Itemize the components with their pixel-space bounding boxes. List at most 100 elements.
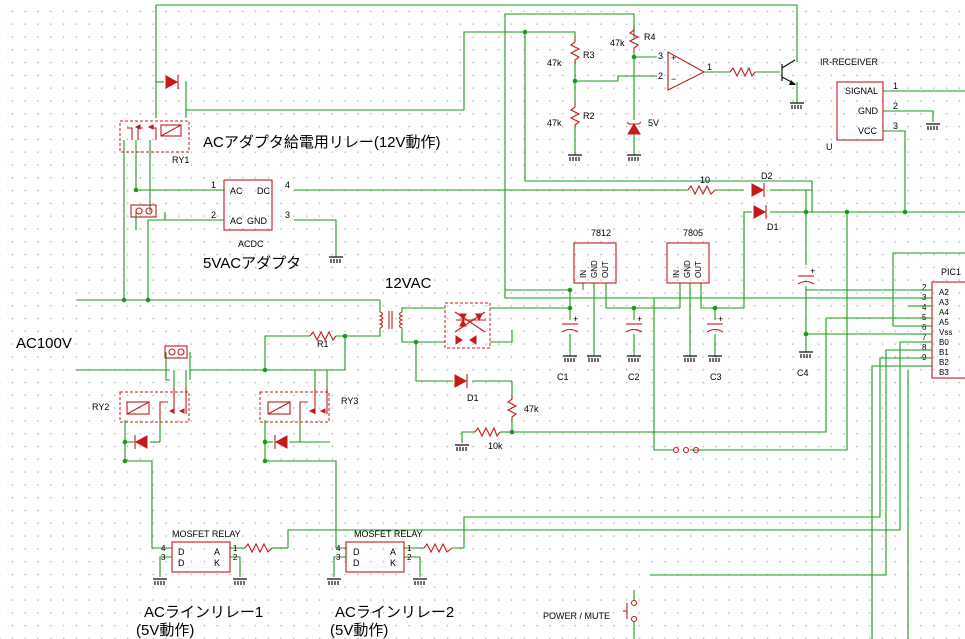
r4-value: 47k xyxy=(610,38,625,48)
connector-j1[interactable] xyxy=(130,204,157,218)
wires xyxy=(76,4,965,639)
diode-d1-mid[interactable]: D1 xyxy=(454,374,479,403)
resistor-r4[interactable]: R4 47k xyxy=(610,27,656,52)
ry2-label: RY2 xyxy=(92,402,109,412)
acdc-ac1: AC xyxy=(230,186,243,196)
pic-num-2: 2 xyxy=(922,283,927,292)
resistor-mos1[interactable] xyxy=(244,542,273,554)
acdc-pin3: 3 xyxy=(285,210,290,220)
capacitor-c3[interactable]: + C3 xyxy=(706,314,724,382)
reg7805-out: OUT xyxy=(694,261,703,278)
mos2-d1: D xyxy=(353,547,360,557)
capacitor-c2[interactable]: + C2 xyxy=(625,314,643,382)
mos1-k: K xyxy=(214,558,220,568)
acdc-name: ACDC xyxy=(238,239,264,249)
ac100v-label: AC100V xyxy=(16,335,72,352)
diode-ry1[interactable] xyxy=(165,75,179,89)
power-mute-switch[interactable]: POWER / MUTE xyxy=(543,599,638,623)
resistor-mos2[interactable] xyxy=(423,542,453,554)
mos1-title: MOSFET RELAY xyxy=(172,529,241,539)
zener-label: 5V xyxy=(648,118,659,128)
regulator-7805[interactable]: 7805 IN GND OUT xyxy=(666,228,710,284)
zener-diode-5v[interactable]: 5V xyxy=(626,118,659,135)
svg-text:+: + xyxy=(637,314,642,324)
pic-num-8: 8 xyxy=(922,343,927,352)
acdc-adapter[interactable]: AC DC AC GND 1 2 3 4 ACDC 5VACアダプタ xyxy=(203,179,301,272)
c3-label: C3 xyxy=(710,372,722,382)
pic-label: PIC1 xyxy=(941,267,961,277)
pic-num-4: 4 xyxy=(922,303,927,312)
transformer-12vac[interactable]: 12VAC xyxy=(378,275,432,329)
resistor-10k[interactable]: 10k xyxy=(474,426,503,451)
relay2-description: ACラインリレー2 xyxy=(335,604,454,621)
r4-label: R4 xyxy=(644,32,656,42)
relay-ry1[interactable]: RY1 ACアダプタ給電用リレー(12V動作) xyxy=(119,120,441,165)
mos2-k: K xyxy=(390,558,396,568)
d2-label: D2 xyxy=(761,171,773,181)
pic-num-7: 7 xyxy=(922,333,927,342)
pic-pin-a4: A4 xyxy=(939,308,949,317)
r3-label: R3 xyxy=(583,50,595,60)
power-mute-label: POWER / MUTE xyxy=(543,611,610,621)
reg7805-in: IN xyxy=(672,270,681,278)
mosfet-relay-2[interactable]: MOSFET RELAY D D A K 4 3 1 2 xyxy=(336,529,423,573)
mos1-pin3: 3 xyxy=(161,553,166,562)
relay2-subtitle: (5V動作) xyxy=(330,622,388,639)
capacitor-c4[interactable]: + C4 xyxy=(797,266,815,378)
opamp-plus: + xyxy=(671,53,676,63)
resistor-10ohm[interactable]: 10 xyxy=(687,175,716,196)
ry1-description: ACアダプタ給電用リレー(12V動作) xyxy=(203,134,441,151)
reg7812-in: IN xyxy=(579,270,588,278)
diode-d1-top[interactable]: D1 xyxy=(753,205,779,232)
acdc-gnd: GND xyxy=(247,216,268,226)
ir-pin3: 3 xyxy=(893,121,898,131)
r10-label: 10 xyxy=(700,175,710,185)
ground-symbols xyxy=(153,102,940,585)
opamp-pin1: 1 xyxy=(707,62,712,72)
diode-d2[interactable]: D2 xyxy=(751,171,773,197)
jumper-connector[interactable] xyxy=(672,446,700,454)
ir-vcc-label: VCC xyxy=(858,126,878,136)
bridge-rectifier[interactable] xyxy=(444,302,491,349)
diode-ry2[interactable] xyxy=(134,435,148,449)
opamp-pin3: 3 xyxy=(658,51,663,61)
r10k-label: 10k xyxy=(488,441,503,451)
mosfet-relay-1[interactable]: MOSFET RELAY D D A K 4 3 1 2 xyxy=(161,529,241,573)
ir-pin1: 1 xyxy=(893,81,898,91)
r47k-label: 47k xyxy=(524,404,539,414)
resistor-r3[interactable]: R3 47k xyxy=(547,38,595,68)
r2-value: 47k xyxy=(547,118,562,128)
ir-receiver[interactable]: IR-RECEIVER SIGNAL GND VCC 1 2 3 U xyxy=(820,57,898,152)
pic-num-6: 6 xyxy=(922,323,927,332)
mos2-title: MOSFET RELAY xyxy=(354,529,423,539)
regulator-7812[interactable]: 7812 IN GND OUT xyxy=(573,228,617,284)
transistor[interactable] xyxy=(781,59,796,85)
relay-ry3[interactable]: RY3 xyxy=(259,388,358,423)
diode-ry3[interactable] xyxy=(274,435,288,449)
capacitor-c1[interactable]: + C1 xyxy=(557,314,579,382)
resistor-r2[interactable]: R2 47k xyxy=(547,103,595,128)
relay-ry2[interactable]: RY2 xyxy=(92,345,190,423)
ir-title: IR-RECEIVER xyxy=(820,57,879,67)
resistor-r1[interactable]: R1 xyxy=(309,330,337,349)
pic-pin-vss: Vss xyxy=(939,328,952,337)
reg7805-gnd: GND xyxy=(683,260,692,278)
junctions xyxy=(121,29,908,464)
resistor-base[interactable] xyxy=(729,66,756,78)
opamp[interactable]: + − 3 2 1 xyxy=(658,51,712,91)
mos1-a: A xyxy=(214,547,220,557)
reg7812-gnd: GND xyxy=(590,260,599,278)
svg-text:+: + xyxy=(573,314,578,324)
d1-top-label: D1 xyxy=(767,222,779,232)
c4-label: C4 xyxy=(797,368,809,378)
ir-pin2: 2 xyxy=(893,101,898,111)
pic-microcontroller[interactable]: PIC1 A2 A3 A4 A5 Vss B0 B1 B2 B3 2 3 4 5… xyxy=(826,267,965,379)
r3-value: 47k xyxy=(547,58,562,68)
resistor-47k[interactable]: 47k xyxy=(506,396,539,420)
reg7805-label: 7805 xyxy=(683,228,703,238)
pic-pin-b0: B0 xyxy=(939,338,949,347)
acdc-description: 5VACアダプタ xyxy=(203,255,301,272)
svg-text:+: + xyxy=(718,314,723,324)
ir-signal-label: SIGNAL xyxy=(845,86,878,96)
